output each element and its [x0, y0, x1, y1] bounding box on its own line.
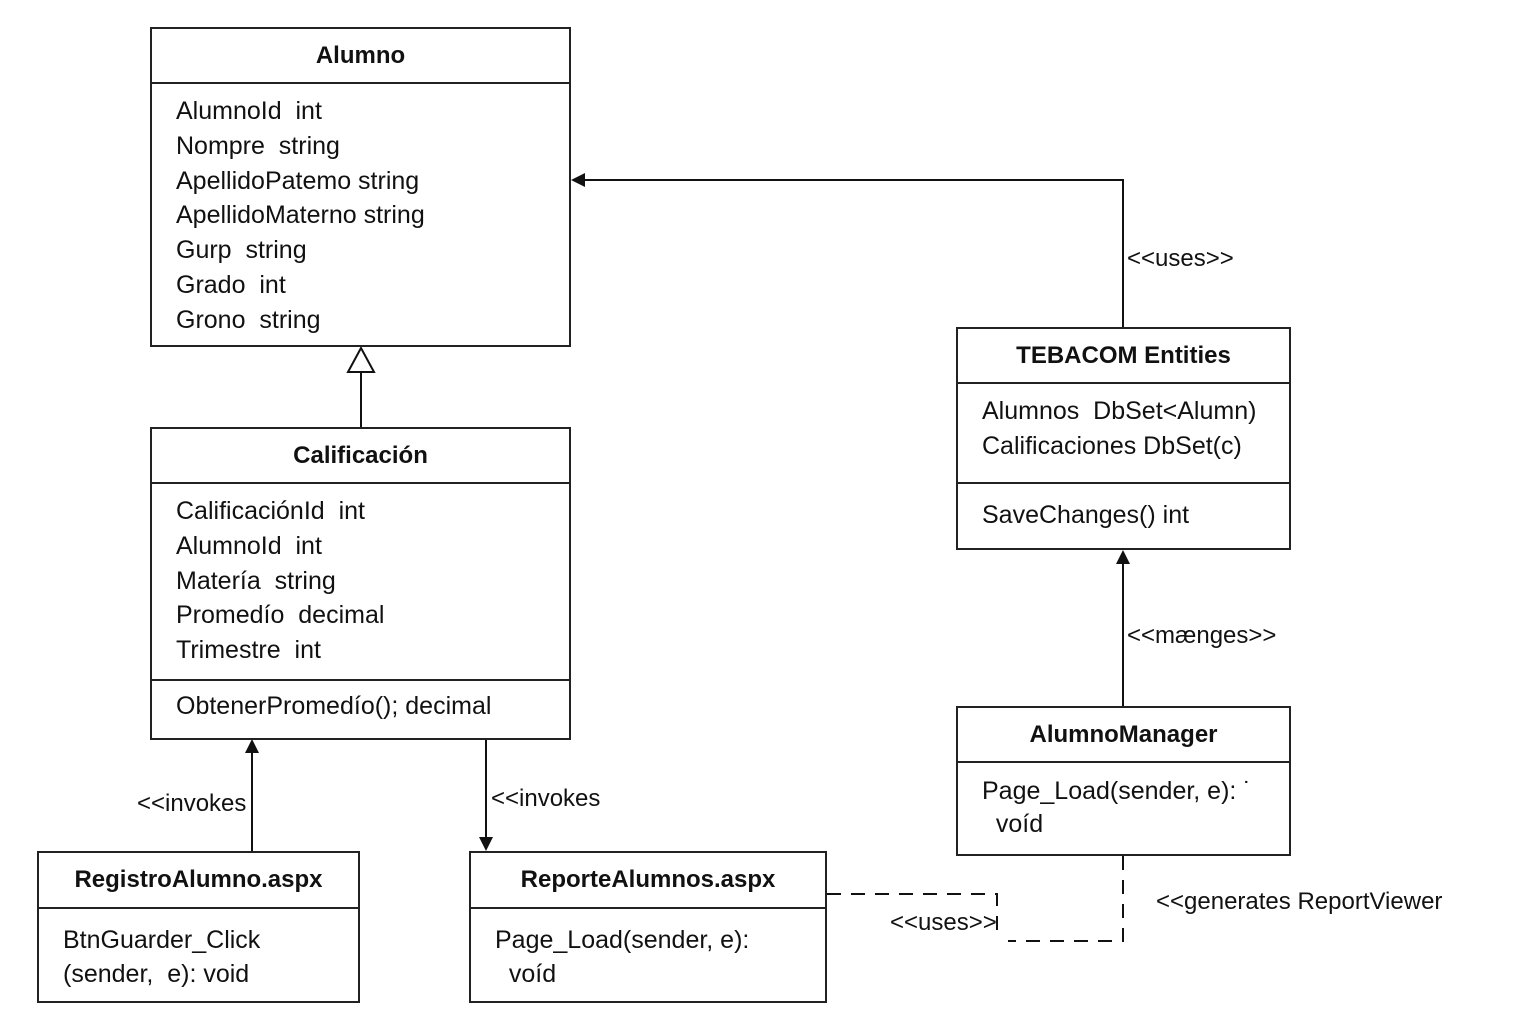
class-alumno-manager-operations: Page_Load(sender, e): ˙ voíd — [958, 763, 1289, 841]
generalization-arrowhead — [346, 345, 376, 373]
operation: BtnGuarder_Click — [63, 926, 261, 954]
class-tebacom-operations: SaveChanges() int — [958, 482, 1289, 533]
uses-label-bottom: <<uses>> — [890, 909, 997, 936]
class-alumno-attributes: AlumnoId int Nompre string ApellidoPatem… — [152, 84, 569, 338]
generates-label: <<generates ReportViewer — [1156, 888, 1443, 915]
manges-label: <<mænges>> — [1127, 622, 1277, 649]
attribute: Calificaciones DbSet(c) — [982, 431, 1242, 460]
uses-label-top: <<uses>> — [1127, 245, 1234, 272]
uses-association-line — [571, 173, 1124, 328]
operation: Page_Load(sender, e): ˙ — [982, 777, 1252, 805]
attribute: Grono string — [176, 305, 321, 334]
class-tebacom-attributes: Alumnos DbSet<Alumn) Calificaciones DbSe… — [958, 384, 1289, 482]
operation: SaveChanges() int — [982, 501, 1190, 529]
attribute: Promedío decimal — [176, 601, 385, 630]
attribute: Nompre string — [176, 131, 340, 160]
operation: ObtenerPromedío(); decimal — [176, 692, 492, 720]
attribute: Grado int — [176, 270, 286, 299]
class-alumno-manager-name: AlumnoManager — [958, 708, 1289, 763]
operation: voíd — [495, 960, 557, 988]
attribute: Alumnos DbSet<Alumn) — [982, 397, 1257, 425]
attribute: AlumnoId int — [176, 531, 322, 560]
attribute: AlumnoId int — [176, 97, 322, 125]
class-calificacion-operations: ObtenerPromedío(); decimal — [152, 679, 569, 724]
class-alumno-manager: AlumnoManager Page_Load(sender, e): ˙ vo… — [956, 706, 1291, 856]
attribute: CalificaciónId int — [176, 497, 365, 525]
attribute: ApellidoMaterno string — [176, 201, 425, 230]
operation: (sender, e): void — [63, 960, 250, 988]
class-alumno-name: Alumno — [152, 29, 569, 84]
class-calificacion-attributes: CalificaciónId int AlumnoId int Matería … — [152, 484, 569, 679]
uses-dependency-line — [827, 893, 998, 930]
class-reporte-alumnos: ReporteAlumnos.aspx Page_Load(sender, e)… — [469, 851, 827, 1003]
attribute: Matería string — [176, 566, 336, 595]
attribute: Gurp string — [176, 236, 307, 265]
operation: Page_Load(sender, e): — [495, 926, 750, 954]
invokes-label-right: <<invokes — [491, 785, 601, 812]
attribute: ApellidoPatemo string — [176, 166, 420, 195]
class-calificacion-name: Calificación — [152, 429, 569, 484]
invokes-label-left: <<invokes — [137, 790, 247, 817]
operation: voíd — [982, 810, 1044, 838]
class-tebacom-name: TEBACOM Entities — [958, 329, 1289, 384]
class-reporte-alumnos-operations: Page_Load(sender, e): voíd — [471, 909, 825, 991]
class-calificacion: Calificación CalificaciónId int AlumnoId… — [150, 427, 571, 740]
class-registro-alumno: RegistroAlumno.aspx BtnGuarder_Click (se… — [37, 851, 360, 1003]
generates-dependency-line — [1008, 856, 1124, 942]
attribute: Trimestre int — [176, 636, 321, 665]
class-registro-alumno-operations: BtnGuarder_Click (sender, e): void — [39, 909, 358, 991]
class-alumno: Alumno AlumnoId int Nompre string Apelli… — [150, 27, 571, 347]
class-reporte-alumnos-name: ReporteAlumnos.aspx — [471, 853, 825, 909]
class-tebacom-entities: TEBACOM Entities Alumnos DbSet<Alumn) Ca… — [956, 327, 1291, 550]
class-registro-alumno-name: RegistroAlumno.aspx — [39, 853, 358, 909]
